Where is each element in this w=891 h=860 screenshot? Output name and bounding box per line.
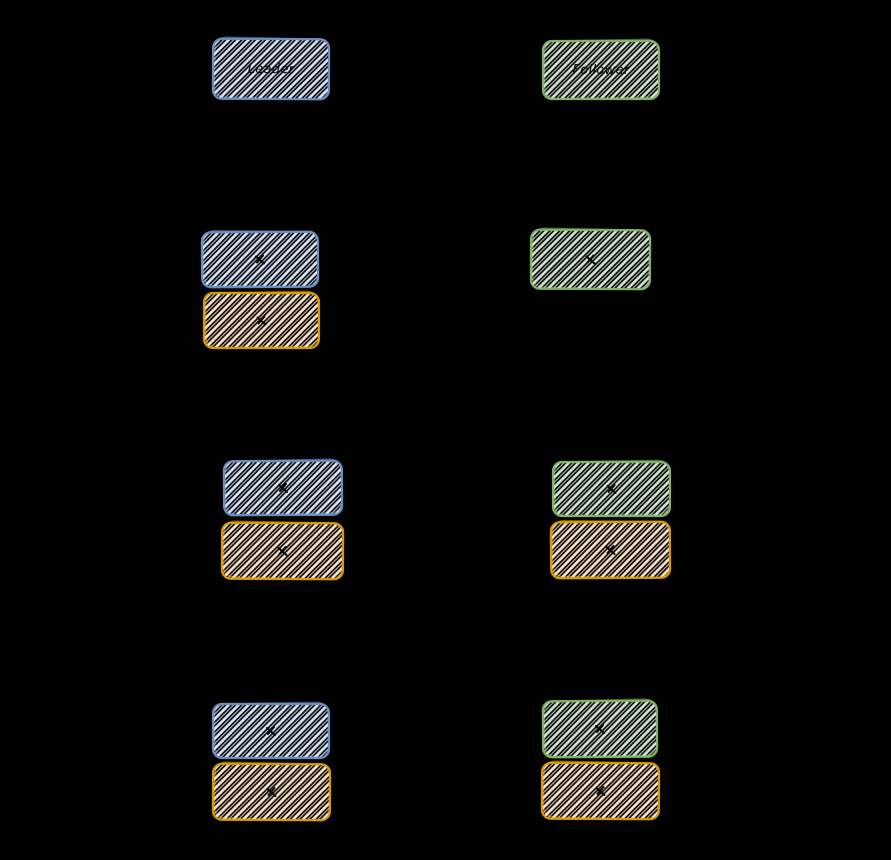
sketch-box-graphic [220,520,345,581]
follower-row4-top-box[interactable] [540,698,660,761]
sketch-box-graphic [211,701,331,760]
sketch-box-graphic [202,290,321,350]
sketch-box-graphic [540,760,661,821]
sketch-box-graphic [211,761,332,822]
sketch-box-graphic [549,519,672,580]
center-ink-mark [594,723,606,734]
sketch-box-graphic [551,459,672,518]
leader-row4-top-box[interactable] [210,701,332,761]
center-ink-mark [605,544,616,555]
follower-row3-bottom-box[interactable] [548,519,673,582]
leader-row4-bottom-box[interactable] [210,761,333,824]
center-ink-mark [256,315,267,326]
sketch-box-graphic [541,698,659,759]
sketch-box-graphic [541,38,661,101]
leader-title-box[interactable]: Leader [210,36,332,103]
center-ink-mark [277,546,288,557]
sketch-box-graphic [200,229,320,289]
sketch-box-graphic [222,458,344,517]
sketch-box-graphic [529,227,652,291]
follower-row4-bottom-box[interactable] [539,760,662,823]
center-ink-mark [606,484,617,494]
follower-title-box[interactable]: Follower [540,38,662,102]
leader-row3-top-box[interactable] [221,458,345,519]
sketch-box-graphic [211,36,331,101]
center-ink-mark [254,254,266,265]
follower-row2-box[interactable] [528,227,653,293]
follower-row3-top-box[interactable] [550,459,673,519]
center-ink-mark [585,254,596,265]
center-ink-mark [266,726,276,736]
center-ink-mark [266,787,277,798]
leader-row3-bottom-box[interactable] [219,520,346,583]
leader-row2-bottom-box[interactable] [201,290,322,351]
center-ink-mark [277,482,289,493]
center-ink-mark [595,786,606,797]
leader-row2-top-box[interactable] [199,229,321,291]
